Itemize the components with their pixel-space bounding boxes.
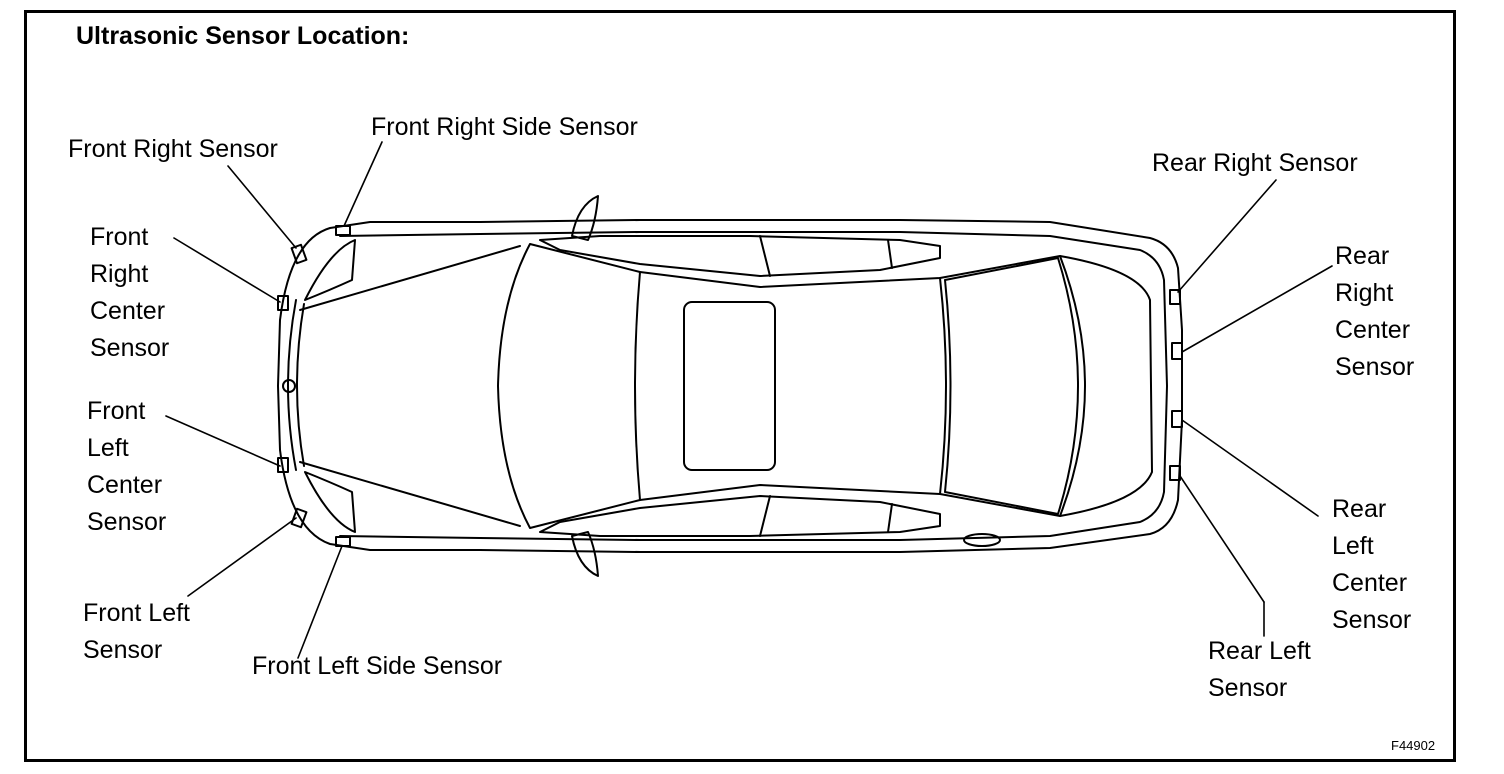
label-front-right-center-sensor: Front Right Center Sensor [90, 223, 170, 362]
diagram-title: Ultrasonic Sensor Location: [76, 22, 410, 50]
headlight-right [304, 239, 356, 301]
right-side-windows [539, 235, 941, 277]
rear-right-center-sensor-mark [1171, 342, 1183, 360]
leader-front-right-side [343, 141, 383, 227]
fuel-door [963, 533, 1001, 547]
right-door-line-2 [887, 239, 893, 269]
label-rear-right-sensor: Rear Right Sensor [1152, 149, 1358, 177]
front-bumper [287, 299, 297, 471]
right-mirror [571, 195, 599, 241]
front-right-side-sensor-mark [335, 225, 351, 236]
left-door-line-2 [887, 503, 893, 533]
hood-line-right [299, 245, 521, 311]
label-rear-left-center-sensor: Rear Left Center Sensor [1332, 495, 1412, 634]
right-door-line [759, 235, 771, 277]
rear-left-sensor-mark [1169, 465, 1181, 481]
rear-window-base [939, 277, 947, 495]
windshield-base [634, 271, 641, 501]
label-front-left-center-sensor: Front Left Center Sensor [87, 397, 167, 536]
leader-rear-left-b [1179, 475, 1265, 603]
rear-left-center-sensor-mark [1171, 410, 1183, 428]
front-left-sensor-mark [290, 507, 308, 529]
leader-rear-right [1177, 179, 1277, 293]
label-front-left-sensor: Front Left Sensor [83, 599, 190, 664]
diagram-frame [24, 10, 1456, 762]
leader-front-left-side [297, 545, 343, 659]
rear-right-sensor-mark [1169, 289, 1181, 305]
leader-front-right-center [173, 237, 281, 303]
front-right-sensor-mark [290, 243, 308, 265]
label-front-right-sensor: Front Right Sensor [68, 135, 278, 163]
leader-front-right [227, 165, 297, 249]
leader-rear-left-center [1181, 419, 1319, 517]
left-mirror [571, 531, 599, 577]
rear-window [944, 257, 1079, 515]
front-left-side-sensor-mark [335, 536, 351, 547]
figure-id: F44902 [1391, 738, 1436, 753]
front-bumper-inner [296, 303, 305, 467]
windshield-cabin [497, 243, 1086, 529]
trunk-line [1059, 255, 1153, 517]
leader-front-left [187, 517, 297, 597]
leader-front-left-center [165, 415, 281, 467]
label-front-right-side-sensor: Front Right Side Sensor [371, 113, 638, 141]
label-front-left-side-sensor: Front Left Side Sensor [252, 652, 503, 680]
label-rear-left-sensor: Rear Left Sensor [1208, 637, 1311, 702]
headlight-left [304, 471, 356, 533]
car-body-outline [277, 219, 1183, 553]
emblem [282, 379, 296, 393]
front-right-center-sensor-mark [277, 295, 289, 311]
left-side-windows [539, 495, 941, 537]
hood-line-left [299, 461, 521, 527]
label-rear-right-center-sensor: Rear Right Center Sensor [1335, 242, 1415, 381]
leader-rear-right-center [1181, 265, 1333, 353]
car-body-inner-line [339, 231, 1168, 541]
sunroof [683, 301, 776, 471]
left-door-line [759, 495, 771, 537]
